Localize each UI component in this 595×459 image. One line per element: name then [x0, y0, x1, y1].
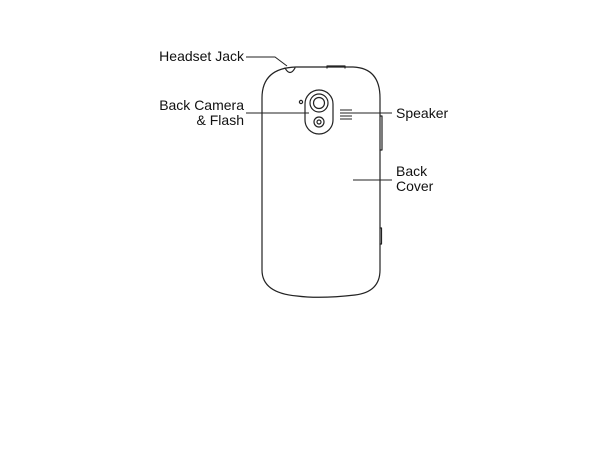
camera-lens-outer: [310, 94, 328, 112]
camera-lens-inner: [314, 98, 325, 109]
mic-hole: [299, 100, 302, 103]
headset-jack-text: Headset Jack: [159, 49, 244, 64]
flash-center: [317, 120, 321, 124]
back-camera-text: Back Camera: [159, 98, 244, 113]
phone-body-outline: [262, 67, 380, 297]
back-cover-label: Back Cover: [396, 164, 433, 194]
back-camera-flash-label: Back Camera & Flash: [159, 98, 244, 128]
cover-text: Cover: [396, 179, 433, 194]
speaker-label: Speaker: [396, 106, 448, 121]
headset-jack: [285, 68, 295, 73]
speaker-grille: [340, 110, 352, 119]
back-text: Back: [396, 164, 433, 179]
flash-ring: [314, 117, 324, 127]
speaker-text: Speaker: [396, 106, 448, 121]
flash-text: & Flash: [159, 113, 244, 128]
camera-module: [299, 90, 333, 134]
headset-jack-label: Headset Jack: [159, 49, 244, 64]
headset-jack-leader: [246, 57, 287, 66]
leader-lines: [246, 57, 392, 180]
